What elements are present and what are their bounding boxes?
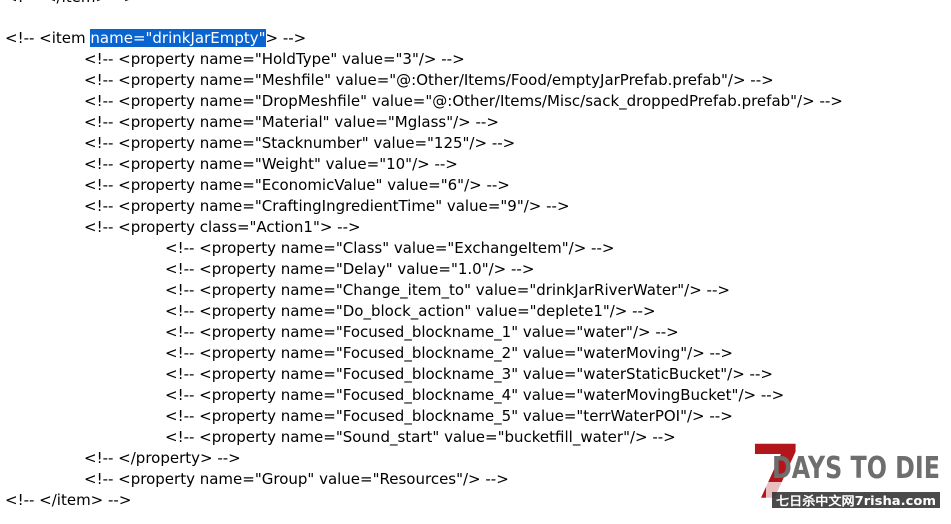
code-line-action-property: <!-- <property name="Change_item_to" val… bbox=[165, 281, 730, 299]
code-line-action-property: <!-- <property name="Class" value="Excha… bbox=[165, 239, 615, 257]
code-line-action-close: <!-- </property> --> bbox=[84, 449, 241, 467]
code-line-property: <!-- <property name="Meshfile" value="@:… bbox=[84, 71, 774, 89]
code-line-property: <!-- <property name="Material" value="Mg… bbox=[84, 113, 499, 131]
site-watermark: 7 DAYS TO DIE 七日杀中文网7risha.com bbox=[750, 430, 944, 516]
code-line-property: <!-- <property name="Stacknumber" value=… bbox=[84, 134, 516, 152]
code-line-action-property: <!-- <property name="Delay" value="1.0"/… bbox=[165, 260, 535, 278]
code-line-action-property: <!-- <property name="Focused_blockname_4… bbox=[165, 386, 785, 404]
item-open-prefix: <!-- <item bbox=[5, 29, 91, 47]
logo-days-to-die: DAYS TO DIE bbox=[772, 451, 940, 486]
code-line-action-property: <!-- <property name="Do_block_action" va… bbox=[165, 302, 656, 320]
code-line-action-property: <!-- <property name="Focused_blockname_3… bbox=[165, 365, 773, 383]
code-line-action-property: <!-- <property name="Focused_blockname_2… bbox=[165, 344, 733, 362]
code-line-action-property: <!-- <property name="Focused_blockname_1… bbox=[165, 323, 679, 341]
code-line-action-open: <!-- <property class="Action1"> --> bbox=[84, 218, 361, 236]
code-line-clipped: <!-- </item> --> bbox=[0, 0, 136, 8]
code-line-action-property: <!-- <property name="Sound_start" value=… bbox=[165, 428, 676, 446]
code-line-property: <!-- <property name="CraftingIngredientT… bbox=[84, 197, 570, 215]
site-text-backdrop bbox=[772, 492, 940, 508]
watermark-logo: 7 DAYS TO DIE 七日杀中文网7risha.com bbox=[750, 430, 942, 516]
code-line-property: <!-- <property name="EconomicValue" valu… bbox=[84, 176, 510, 194]
code-line-action-property: <!-- <property name="Focused_blockname_5… bbox=[165, 407, 733, 425]
item-open-suffix: > --> bbox=[265, 29, 307, 47]
code-line-property: <!-- <property name="DropMeshfile" value… bbox=[84, 92, 843, 110]
code-line-property: <!-- <property name="Weight" value="10"/… bbox=[84, 155, 458, 173]
code-line-item-close: <!-- </item> --> bbox=[5, 491, 132, 509]
code-line-group-property: <!-- <property name="Group" value="Resou… bbox=[84, 470, 509, 488]
site-url-text: 七日杀中文网7risha.com bbox=[776, 493, 936, 508]
code-line-item-open: <!-- <item name="drinkJarEmpty"> --> bbox=[0, 28, 306, 49]
code-line-property: <!-- <property name="HoldType" value="3"… bbox=[84, 50, 465, 68]
selected-text[interactable]: name="drinkJarEmpty" bbox=[90, 29, 266, 47]
